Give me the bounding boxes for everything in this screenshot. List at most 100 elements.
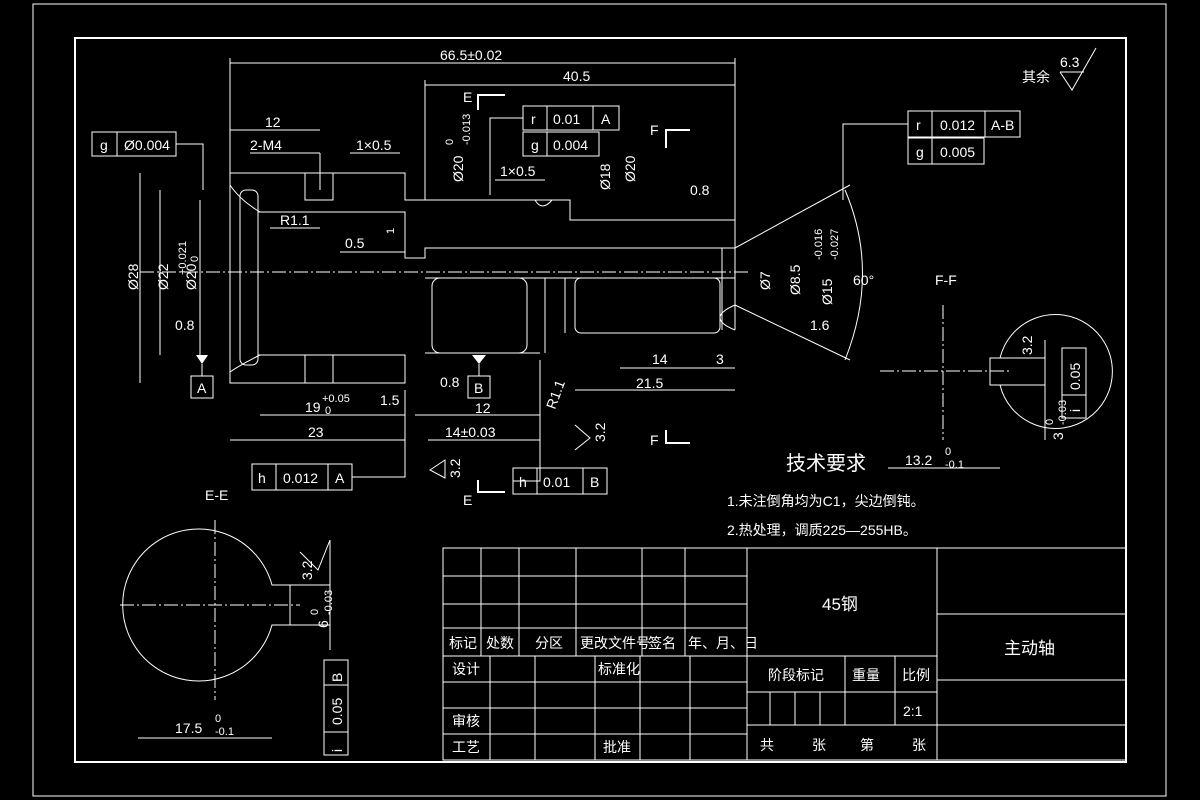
svg-text:0.05: 0.05 — [1067, 363, 1083, 390]
dim-phi18: Ø18 — [597, 163, 613, 190]
svg-text:共: 共 — [760, 737, 774, 753]
dim-19: 19 — [305, 399, 321, 415]
svg-text:重量: 重量 — [852, 667, 880, 683]
svg-text:A: A — [335, 470, 345, 486]
ee-title: E-E — [205, 487, 228, 503]
dim-23: 23 — [308, 424, 324, 440]
svg-text:-0.1: -0.1 — [945, 459, 964, 471]
svg-text:g: g — [100, 137, 108, 153]
svg-text:0.01: 0.01 — [553, 111, 580, 127]
ff-title: F-F — [935, 272, 957, 288]
section-markers: E E F F — [463, 89, 690, 508]
svg-text:h: h — [519, 474, 527, 490]
title-block: 标记 处数 分区 更改文件号 签名 年、月、日 设计 标准化 审核 工艺 批准 … — [442, 547, 1127, 761]
dim-21-5: 21.5 — [636, 375, 663, 391]
svg-text:+0.021: +0.021 — [177, 241, 189, 275]
svg-text:r: r — [531, 111, 536, 127]
svg-text:0.012: 0.012 — [283, 470, 318, 486]
section-e-top: E — [463, 89, 472, 105]
svg-text:A: A — [601, 111, 611, 127]
svg-text:标记: 标记 — [449, 635, 477, 651]
svg-text:-0.03: -0.03 — [1057, 400, 1069, 425]
shaft-main-view — [140, 172, 750, 384]
svg-text:B: B — [329, 673, 345, 682]
svg-text:+0.05: +0.05 — [322, 393, 350, 405]
svg-text:0.01: 0.01 — [543, 474, 570, 490]
dim-phi20b: Ø20 — [622, 155, 638, 182]
dim-phi28: Ø28 — [125, 263, 141, 290]
section-ff: F-F 3.2 3 0 -0.03 0.05 i 13.2 0 -0.1 — [880, 272, 1113, 471]
svg-text:更改文件号: 更改文件号 — [580, 635, 650, 651]
svg-text:-0.016: -0.016 — [813, 229, 825, 260]
dim-phi8-5: Ø8.5 — [787, 264, 803, 295]
dimensions: 66.5±0.02 40.5 12 2-M4 1×0.5 Ø20 0 -0.01… — [125, 47, 874, 441]
section-f-bot: F — [650, 432, 659, 448]
fcf-g1: g Ø0.004 — [91, 131, 204, 190]
svg-text:g: g — [916, 144, 924, 160]
svg-text:0.004: 0.004 — [553, 137, 588, 153]
svg-text:h: h — [258, 470, 266, 486]
dim-12-bot: 12 — [475, 400, 491, 416]
chamfer-label-2: 1×0.5 — [500, 163, 536, 179]
dim-overall: 66.5±0.02 — [440, 47, 502, 63]
svg-text:Ø0.004: Ø0.004 — [124, 137, 170, 153]
part-name: 主动轴 — [1004, 639, 1055, 658]
r1-1-label-b: R1.1 — [543, 378, 568, 411]
chamfer-label-1: 1×0.5 — [356, 137, 392, 153]
svg-text:-0.03: -0.03 — [323, 590, 335, 615]
svg-text:年、月、日: 年、月、日 — [688, 635, 758, 651]
fcf-g2: g 0.004 — [489, 117, 600, 195]
fcf-r2: r 0.012 A-B — [842, 110, 1021, 200]
datum-b: B — [467, 355, 491, 399]
thread-label: 2-M4 — [250, 137, 282, 153]
angle-60: 60° — [853, 272, 874, 288]
dim-phi15: Ø15 — [819, 278, 835, 305]
svg-text:第: 第 — [860, 737, 874, 753]
section-ee: E-E 3.2 6 0 -0.03 B 0.05 i 17.5 0 -0.1 — [120, 487, 349, 756]
svg-text:6: 6 — [315, 620, 331, 628]
svg-text:工艺: 工艺 — [452, 739, 480, 755]
svg-text:3.2: 3.2 — [447, 458, 463, 478]
svg-text:0: 0 — [309, 609, 321, 615]
svg-text:i: i — [1067, 409, 1083, 412]
dim-1-5: 1.5 — [380, 392, 400, 408]
dim-1: 1 — [385, 228, 397, 234]
svg-text:3.2: 3.2 — [1019, 335, 1035, 355]
svg-text:6.3: 6.3 — [1060, 54, 1080, 70]
svg-text:A-B: A-B — [991, 117, 1014, 133]
dim-phi22: Ø22 — [155, 263, 171, 290]
fcf-h2: h 0.01 B — [512, 360, 608, 495]
svg-text:B: B — [474, 380, 483, 396]
svg-text:0: 0 — [1044, 419, 1056, 425]
dim-phi20c: Ø20 — [183, 263, 199, 290]
scale-value: 2:1 — [903, 703, 923, 719]
svg-text:-0.013: -0.013 — [461, 114, 473, 145]
svg-text:r: r — [916, 117, 921, 133]
svg-text:0: 0 — [325, 405, 331, 417]
svg-text:签名: 签名 — [648, 635, 676, 651]
svg-text:其余: 其余 — [1022, 69, 1050, 85]
fcf-h1: h 0.012 A — [251, 390, 406, 491]
rough-0-8a: 0.8 — [175, 317, 195, 333]
dim-12-top: 12 — [265, 114, 281, 130]
svg-text:0: 0 — [945, 446, 951, 458]
note-1: 1.未注倒角均为C1，尖边倒钝。 — [727, 493, 925, 509]
svg-text:3.2: 3.2 — [592, 422, 608, 442]
roughness-other: 其余 6.3 — [1022, 47, 1097, 91]
roughness-r1: 3.2 — [574, 422, 608, 451]
rough-0-8d: 0.8 — [690, 182, 710, 198]
svg-text:3: 3 — [1050, 432, 1066, 440]
technical-notes: 技术要求 1.未注倒角均为C1，尖边倒钝。 2.热处理，调质225—255HB。 — [727, 452, 925, 538]
dim-14: 14±0.03 — [445, 424, 496, 440]
dim-40-5: 40.5 — [563, 68, 590, 84]
svg-text:设计: 设计 — [452, 661, 480, 677]
dim-14b: 14 — [652, 351, 668, 367]
svg-text:17.5: 17.5 — [175, 720, 202, 736]
svg-text:13.2: 13.2 — [905, 452, 932, 468]
svg-text:批准: 批准 — [603, 739, 631, 755]
rough-1-6: 1.6 — [810, 317, 830, 333]
svg-text:0: 0 — [215, 713, 221, 725]
svg-text:审核: 审核 — [452, 713, 480, 729]
dim-3: 3 — [716, 351, 724, 367]
